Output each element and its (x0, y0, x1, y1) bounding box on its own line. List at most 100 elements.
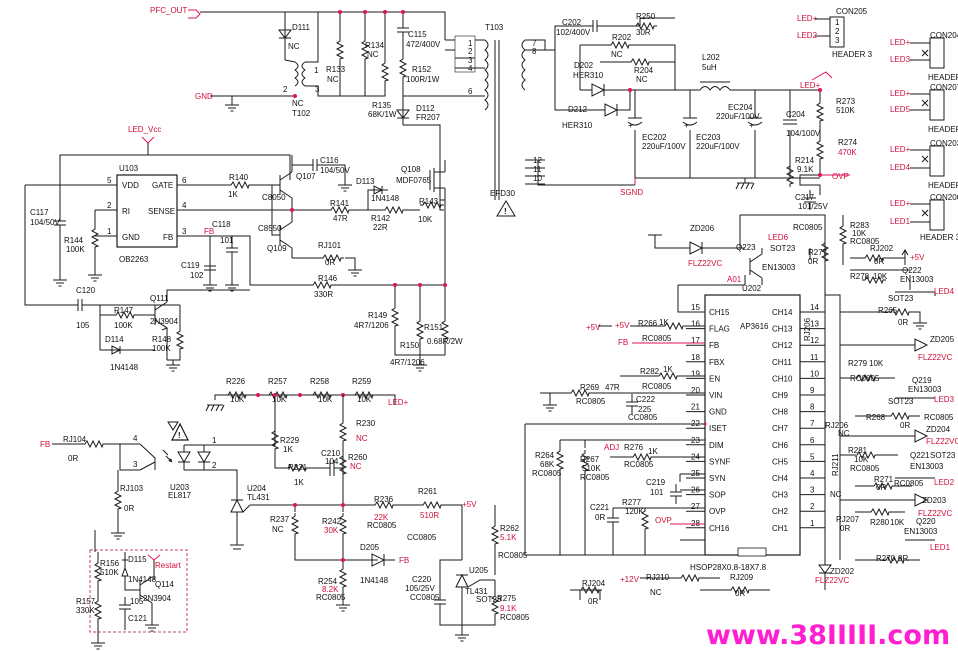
r261-value: 510R (420, 511, 439, 520)
u202-pin-name-19: EN (709, 374, 720, 383)
r133-value: NC (327, 75, 339, 84)
d115-value: 1N4148 (128, 575, 157, 584)
d205-value: 1N4148 (360, 576, 389, 585)
u103-pin-ri: RI (122, 207, 130, 216)
r280-ref: R280 (870, 518, 890, 527)
r257-value: 10K (272, 395, 287, 404)
r262-value: 5.1K (500, 533, 517, 542)
u203-ref: U203 (170, 483, 190, 492)
r273-ref: R273 (836, 97, 856, 106)
r135-value: 68K/1W (368, 110, 397, 119)
rj206-value: NC (838, 429, 850, 438)
r262-pkg: RC0805 (498, 551, 528, 560)
net-led-plus-out: LED+ (800, 81, 821, 90)
t102-nc: NC (292, 99, 304, 108)
net-pfc-out: PFC_OUT (150, 6, 187, 15)
restart-box (89, 549, 188, 633)
t102-ref: T102 (292, 109, 311, 118)
r214-value: 9.1K (797, 165, 814, 174)
net-adj: ADJ (604, 443, 619, 452)
con207-ref: CON207 (930, 83, 958, 92)
u103-pin1: 1 (107, 227, 112, 236)
c219-value: 101 (650, 488, 664, 497)
r151-ref: R151 (424, 323, 444, 332)
restart-section: R156 510K R157 330K D115 1N4148 Restart … (76, 530, 188, 650)
r242-ref: R242 (322, 517, 342, 526)
d113-ref: D113 (356, 177, 375, 186)
rj104-ref: RJ104 (63, 435, 87, 444)
r262-ref: R262 (500, 524, 520, 533)
r266-pkg: RC0805 (642, 334, 672, 343)
r271-value: 0R (876, 483, 886, 492)
rj209-ref: RJ209 (730, 573, 754, 582)
ec203-ref: EC203 (696, 133, 721, 142)
d202-ref: D202 (574, 61, 594, 70)
svg-text:+: + (628, 121, 633, 130)
q220-ref: Q220 (916, 517, 936, 526)
q107-value: C8050 (262, 193, 286, 202)
d114-value: 1N4148 (110, 363, 139, 372)
q222-pkg: SOT23 (888, 294, 914, 303)
svg-text:10: 10 (533, 174, 542, 183)
u202-pin-num-11: 11 (810, 353, 819, 362)
r149-ref: R149 (368, 311, 388, 320)
q109-value: C8550 (258, 224, 282, 233)
c116-value: 104/50V (320, 166, 350, 175)
u202-pin-name-14: CH14 (772, 308, 793, 317)
u202-pin-name-15: CH15 (709, 308, 730, 317)
l202-value: 5uH (702, 63, 717, 72)
q111-value: 2N3904 (150, 317, 179, 326)
r276-ref: R276 (624, 443, 644, 452)
r270-value: 0R (898, 554, 908, 563)
r214-ref: R214 (795, 156, 815, 165)
u202-right-periphery: ZD206 FLZ22VC A01 Q223 EN13003 LED6 SOT2… (648, 214, 958, 590)
r266-ref: R266 (638, 319, 658, 328)
q219-value: EN13003 (908, 385, 942, 394)
u202-pin-name-9: CH9 (772, 391, 789, 400)
q222-ref: Q222 (902, 266, 922, 275)
u202-part: AP3616 (740, 322, 769, 331)
rj210-value: NC (650, 588, 662, 597)
r283-pkg: RC0805 (850, 237, 880, 246)
svg-text:!: ! (178, 431, 181, 440)
net-restart: Restart (155, 561, 182, 570)
l202-ref: L202 (702, 53, 720, 62)
r140-value: 1K (228, 190, 238, 199)
r277b-ref: R277 (622, 498, 642, 507)
rj101-ref: RJ101 (318, 241, 342, 250)
zd202-ref: ZD202 (830, 567, 855, 576)
r242-value: 30K (324, 526, 339, 535)
con203-ref: CON203 (930, 139, 958, 148)
c210-value: 104 (325, 457, 339, 466)
rj103-ref: RJ103 (120, 484, 144, 493)
r157-value: 330K (76, 606, 95, 615)
zd205-value: FLZ22VC (918, 353, 952, 362)
u202-pin-num-6: 6 (810, 436, 815, 445)
c219-ref: C219 (646, 478, 666, 487)
r267-value: 510K (582, 464, 601, 473)
d212-value: HER310 (562, 121, 593, 130)
net-led1: LED1 (930, 543, 951, 552)
svg-text:3: 3 (133, 460, 138, 469)
c221-ref: C221 (590, 503, 610, 512)
r276-value: 1K (648, 447, 658, 456)
con205-body (829, 16, 845, 48)
rj202-ref: RJ202 (870, 244, 894, 253)
con206-block: LED+ LED1 CON206 HEADER 3 (890, 193, 958, 242)
svg-text:7: 7 (532, 39, 537, 48)
r202-ref: R202 (612, 33, 632, 42)
r151-value: 0.68R/2W (427, 337, 463, 346)
con205-pin-ledplus: LED+ (797, 14, 818, 23)
q222-value: EN13003 (900, 275, 934, 284)
u202-pin-num-16: 16 (691, 320, 700, 329)
con205-type: HEADER 3 (832, 50, 873, 59)
con204-pin-led: LED3 (890, 55, 911, 64)
c118-value: 101 (220, 236, 234, 245)
u202-pin-name-2: CH2 (772, 507, 789, 516)
u202-pin-name-13: CH13 (772, 325, 793, 334)
r150-ref: R150 (400, 341, 420, 350)
r141-value: 47R (333, 214, 348, 223)
c116-ref: C116 (320, 156, 339, 165)
ec204-value: 220uF/100V (716, 112, 760, 121)
r152-value: 100R/1W (406, 75, 440, 84)
